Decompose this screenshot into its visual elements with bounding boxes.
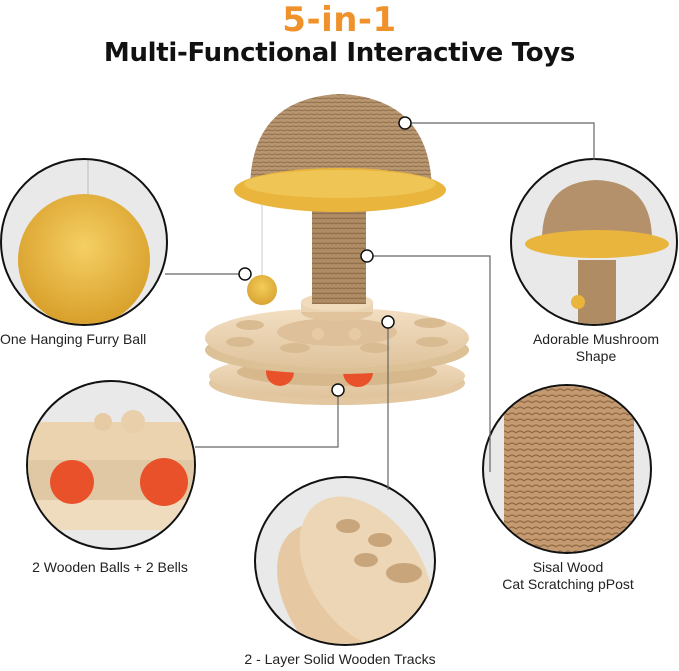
- label-mushroom-line2: Shape: [575, 348, 617, 364]
- hotspot-bell-dot: [331, 383, 345, 397]
- label-sisal-line2: Cat Scratching pPost: [502, 576, 634, 592]
- hotspot-mushroom-dot: [398, 116, 412, 130]
- label-mushroom-line1: Adorable Mushroom: [532, 331, 660, 347]
- headline-highlight: 5-in-1: [282, 0, 397, 40]
- hotspot-post-dot: [360, 249, 374, 263]
- product-image: [205, 94, 469, 405]
- feature-circle-sisal-post: [482, 384, 652, 554]
- label-tracks: 2 - Layer Solid Wooden Tracks: [244, 651, 436, 667]
- label-mushroom: Adorable Mushroom Shape: [506, 331, 679, 365]
- feature-circle-balls-bells: [26, 380, 196, 550]
- balls-bells-image: [28, 410, 194, 530]
- label-furry-ball: One Hanging Furry Ball: [0, 331, 147, 347]
- mushroom-image: [525, 180, 669, 324]
- hotspot-track-dot: [381, 315, 395, 329]
- feature-circle-furry-ball: [0, 158, 168, 326]
- feature-circle-tracks: [254, 476, 436, 646]
- feature-circle-mushroom: [510, 158, 678, 326]
- label-sisal-line1: Sisal Wood: [532, 559, 604, 575]
- furry-ball-image: [18, 160, 150, 324]
- tracks-image: [277, 496, 433, 644]
- label-sisal-post: Sisal Wood Cat Scratching pPost: [478, 559, 658, 593]
- hotspot-ball-dot: [238, 267, 252, 281]
- page-title: Multi-Functional Interactive Toys: [103, 38, 576, 68]
- sisal-post-image: [504, 386, 634, 552]
- label-balls-bells: 2 Wooden Balls + 2 Bells: [32, 559, 188, 575]
